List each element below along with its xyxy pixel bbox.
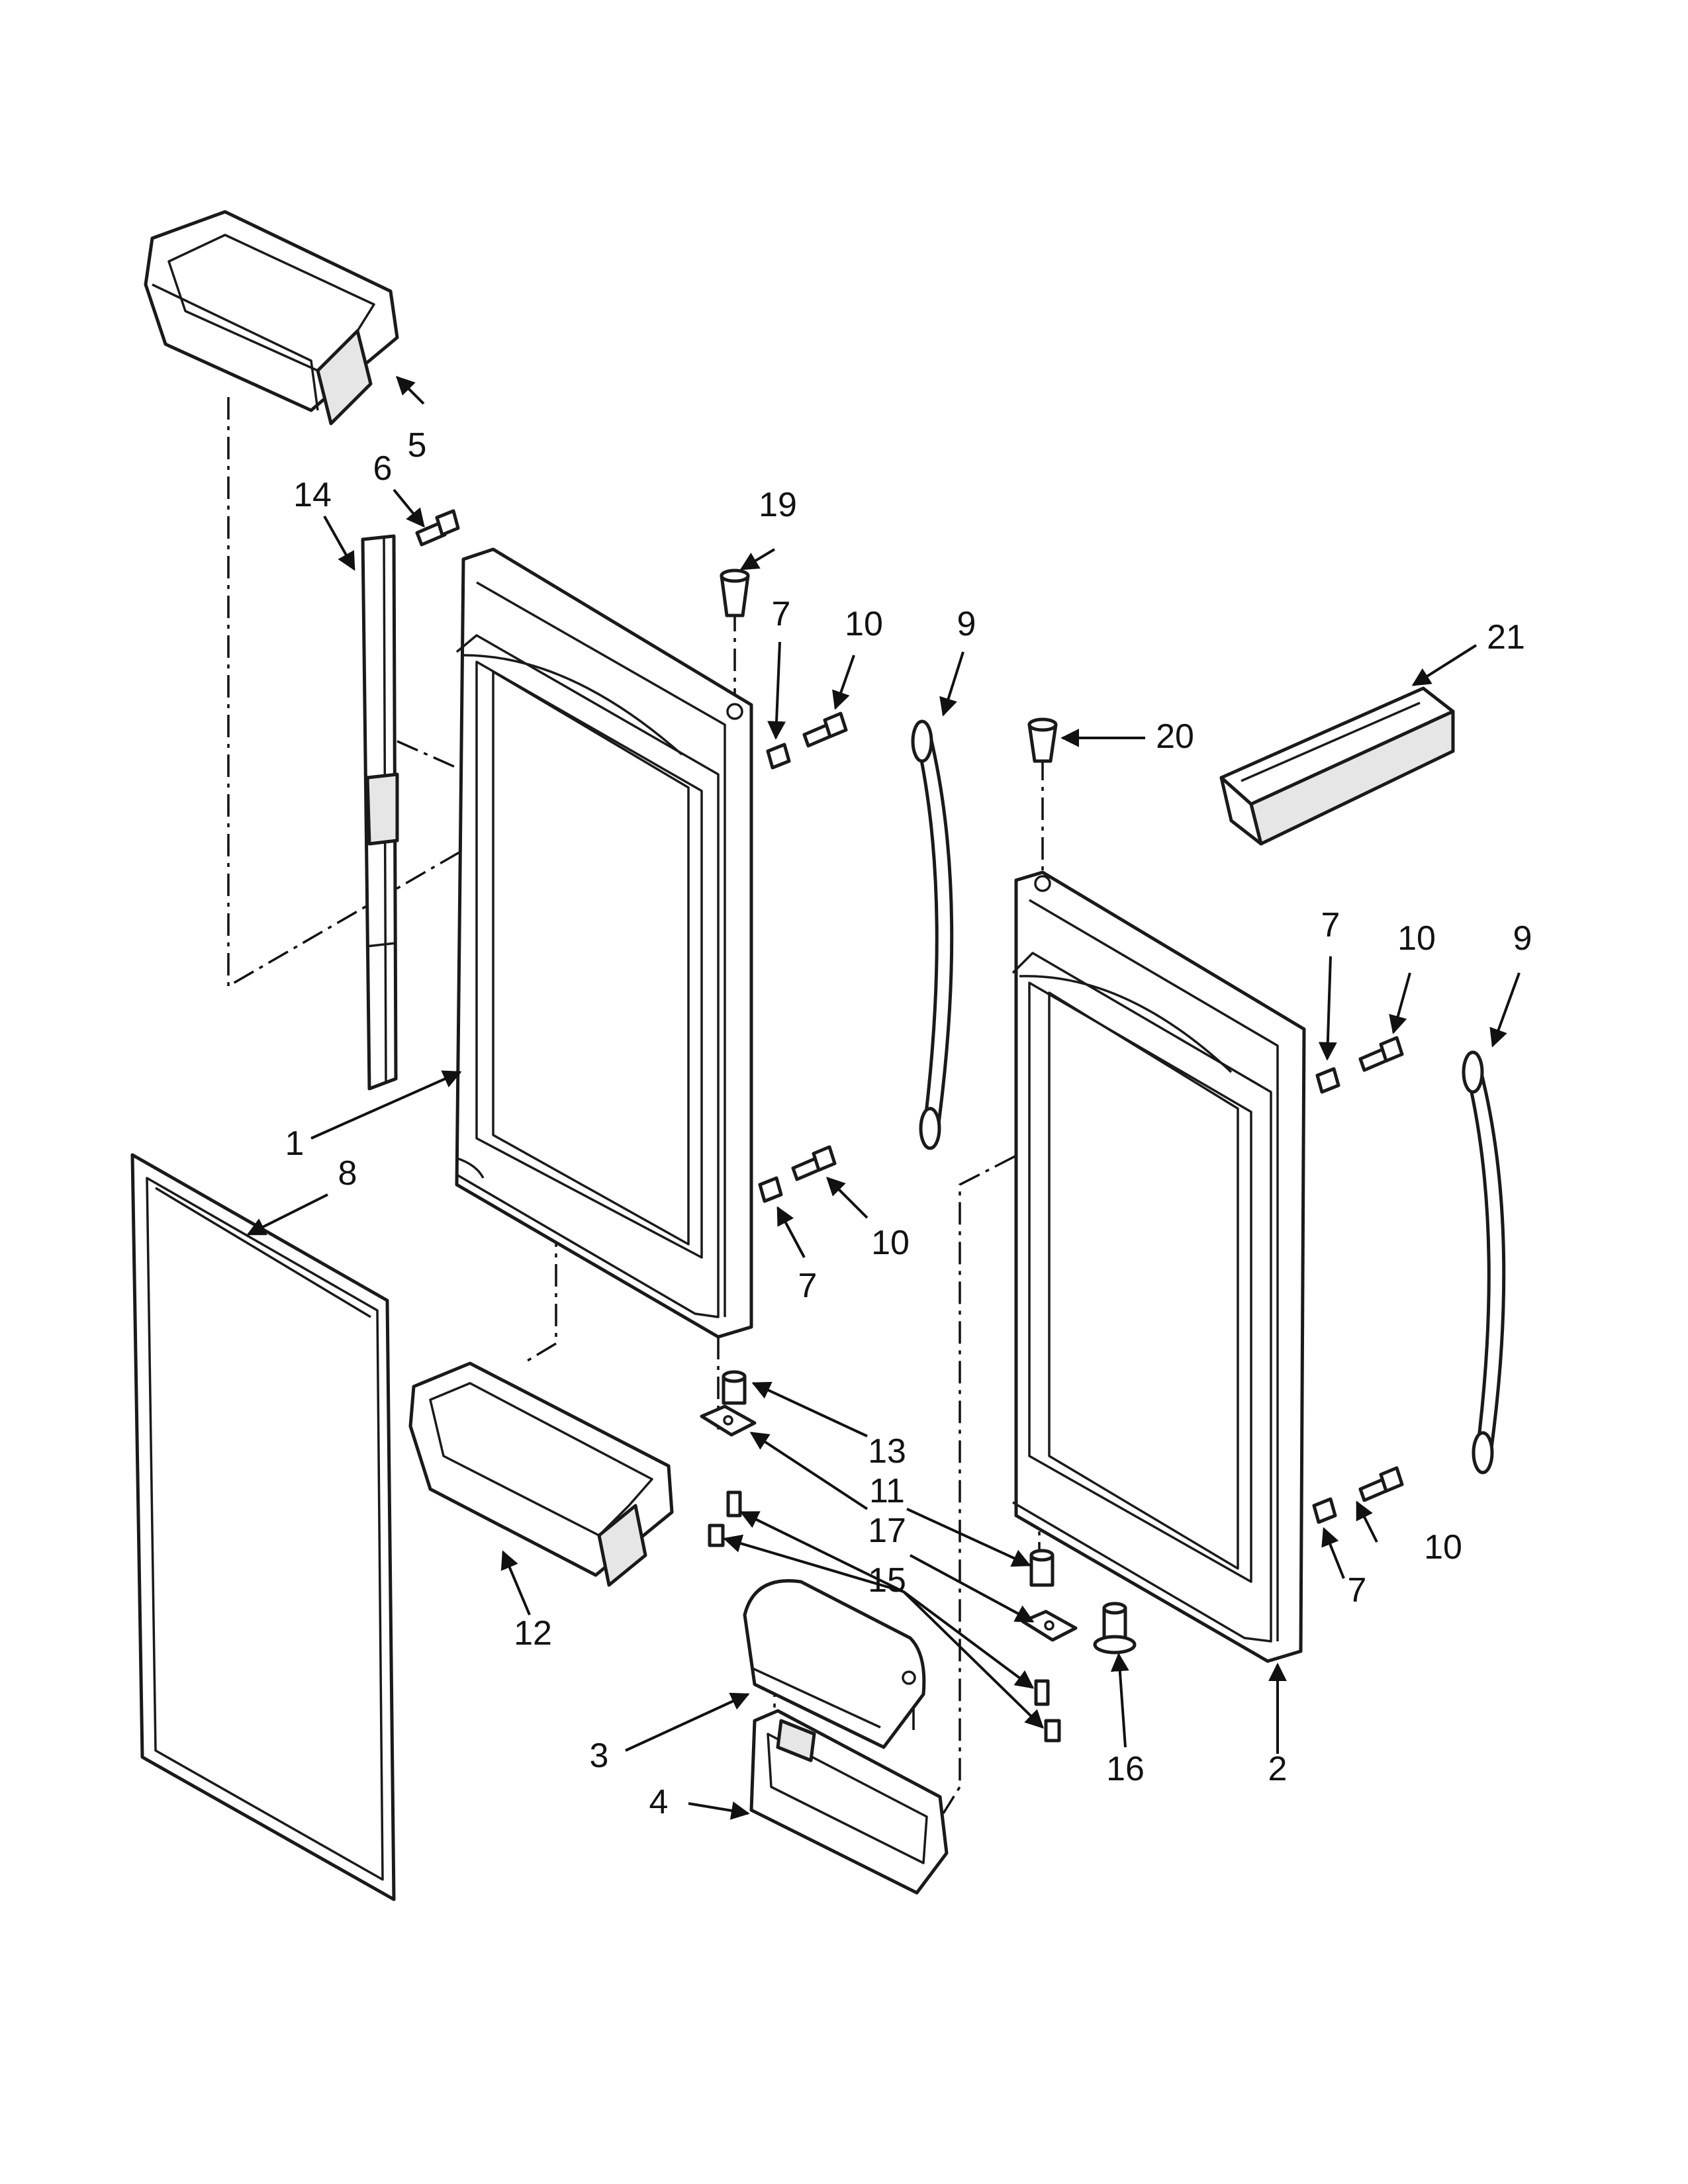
spacer-7-lower-right [1312,1497,1337,1524]
callout-5: 5 [408,426,427,465]
screws-15-right [1034,1679,1061,1743]
callout-14: 14 [293,476,332,514]
hinge-pin-11 [1029,1549,1055,1587]
callout-12: 12 [514,1614,552,1653]
handle-right [1462,1050,1506,1475]
callout-9a: 9 [957,605,976,643]
door-right [1011,870,1306,1663]
hinge-pin-13 [722,1370,747,1405]
callout-17: 17 [868,1512,906,1550]
callout-labels: 5 6 14 19 7 10 9 21 20 7 10 9 1 8 10 7 1… [285,426,1532,1821]
callout-13: 13 [868,1432,906,1471]
callout-2: 2 [1268,1750,1288,1788]
callout-9b: 9 [1513,919,1532,958]
door-left [455,547,753,1339]
callout-10a: 10 [845,605,883,643]
callout-7a: 7 [772,595,791,633]
callout-3: 3 [590,1737,609,1775]
screws-15-left [708,1490,742,1547]
dispenser-tray [749,1709,949,1895]
screw-10-lower-right [1358,1466,1404,1502]
hinge-bracket-17-left [700,1404,757,1437]
callout-21: 21 [1487,618,1525,657]
pivot-16 [1093,1602,1137,1655]
callout-8: 8 [338,1154,357,1193]
handle-left [911,719,954,1150]
callout-15: 15 [868,1561,906,1600]
callout-4: 4 [649,1783,669,1821]
screw-10-upper-left [802,711,848,748]
door-bin-small [1219,686,1455,846]
leader-lines [246,376,1521,1820]
callout-19: 19 [759,486,797,524]
hinge-bracket-17-right [1021,1610,1078,1642]
callout-7b: 7 [1321,906,1340,944]
screw-10-upper-right [1358,1036,1404,1072]
trim-strip [361,534,399,1091]
spacer-7-upper-right [1315,1067,1340,1094]
screw-6 [415,509,460,547]
callout-10c: 10 [871,1224,910,1262]
callout-7c: 7 [798,1267,818,1305]
callout-16: 16 [1106,1750,1145,1788]
callout-6: 6 [373,449,393,488]
callout-11: 11 [869,1472,905,1510]
callout-7d: 7 [1348,1571,1367,1610]
screw-10-lower-left [791,1145,837,1181]
spacer-7-lower-left [758,1176,783,1203]
bushing-19 [720,569,750,617]
bushing-20 [1027,717,1058,763]
callout-1: 1 [285,1124,305,1163]
door-bin-lower [408,1361,674,1587]
callout-20: 20 [1156,717,1194,756]
callout-10d: 10 [1424,1528,1462,1567]
callout-10b: 10 [1397,919,1436,958]
dispenser-cover [743,1579,926,1749]
door-gasket [130,1153,396,1901]
door-bin-upper [144,210,399,426]
spacer-7-upper-left [766,743,791,770]
